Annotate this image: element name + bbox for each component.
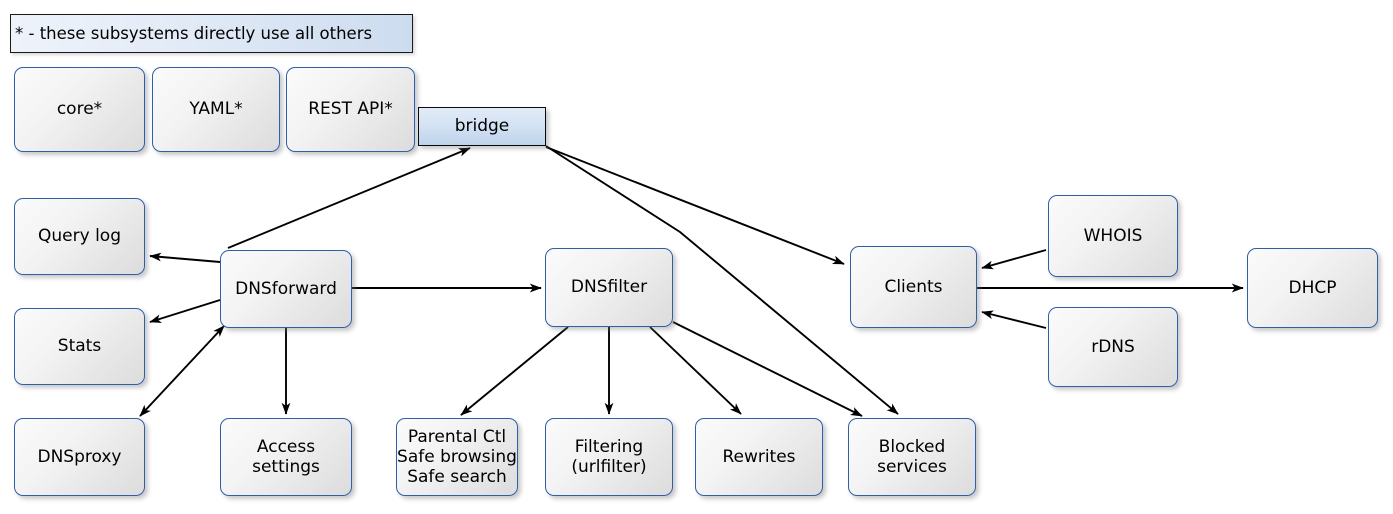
node-accesssettings-label: Access settings	[252, 437, 320, 477]
node-dnsforward[interactable]: DNSforward	[220, 250, 352, 328]
edge-bridge-to-clients	[545, 146, 845, 265]
edge-dnsfilter-to-parental	[460, 326, 569, 416]
node-rewrites[interactable]: Rewrites	[695, 418, 823, 496]
node-legend[interactable]: * - these subsystems directly use all ot…	[10, 14, 413, 53]
node-dhcp-label: DHCP	[1288, 277, 1337, 298]
node-dnsforward-label: DNSforward	[235, 278, 337, 299]
edge-dnsforward-to-bridge	[227, 147, 471, 249]
node-accesssettings[interactable]: Access settings	[220, 418, 352, 496]
node-filtering-label: Filtering (urlfilter)	[571, 437, 647, 477]
node-parental[interactable]: Parental Ctl Safe browsing Safe search	[396, 418, 518, 496]
node-restapi[interactable]: REST API*	[286, 67, 415, 152]
node-bridge[interactable]: bridge	[418, 107, 546, 146]
node-clients[interactable]: Clients	[850, 246, 977, 328]
edge-dnsforward-to-dnsproxy	[139, 325, 225, 417]
node-restapi-label: REST API*	[308, 99, 393, 119]
node-dnsproxy[interactable]: DNSproxy	[14, 418, 145, 496]
node-querylog[interactable]: Query log	[14, 198, 145, 275]
node-core-label: core*	[56, 99, 103, 119]
node-bridge-label: bridge	[454, 116, 510, 136]
node-clients-label: Clients	[884, 276, 943, 297]
node-filtering[interactable]: Filtering (urlfilter)	[545, 418, 673, 496]
edge-dnsforward-to-querylog	[149, 252, 221, 263]
node-stats[interactable]: Stats	[14, 308, 145, 385]
node-yaml-label: YAML*	[189, 99, 243, 119]
node-dnsfilter-label: DNSfilter	[570, 277, 648, 297]
node-rdns-label: rDNS	[1091, 336, 1135, 357]
node-whois-label: WHOIS	[1083, 225, 1143, 246]
edge-whois-to-clients	[981, 249, 1047, 270]
node-rewrites-label: Rewrites	[722, 446, 796, 467]
node-core[interactable]: core*	[14, 67, 145, 152]
edge-dnsfilter-to-rewrites	[649, 326, 742, 415]
node-stats-label: Stats	[57, 336, 102, 356]
edge-rdns-to-clients	[981, 310, 1047, 329]
node-dnsfilter[interactable]: DNSfilter	[545, 248, 673, 327]
node-blocked[interactable]: Blocked services	[848, 418, 976, 496]
node-yaml[interactable]: YAML*	[152, 67, 280, 152]
node-whois[interactable]: WHOIS	[1048, 195, 1178, 277]
node-querylog-label: Query log	[38, 226, 121, 246]
node-dhcp[interactable]: DHCP	[1247, 248, 1378, 328]
node-rdns[interactable]: rDNS	[1048, 307, 1178, 387]
node-dnsproxy-label: DNSproxy	[37, 446, 122, 467]
node-legend-label: * - these subsystems directly use all ot…	[15, 24, 373, 43]
node-blocked-label: Blocked services	[877, 437, 947, 477]
edge-dnsforward-to-stats	[149, 299, 221, 323]
edge-dnsfilter-to-blocked	[672, 321, 863, 417]
node-parental-label: Parental Ctl Safe browsing Safe search	[397, 427, 517, 487]
